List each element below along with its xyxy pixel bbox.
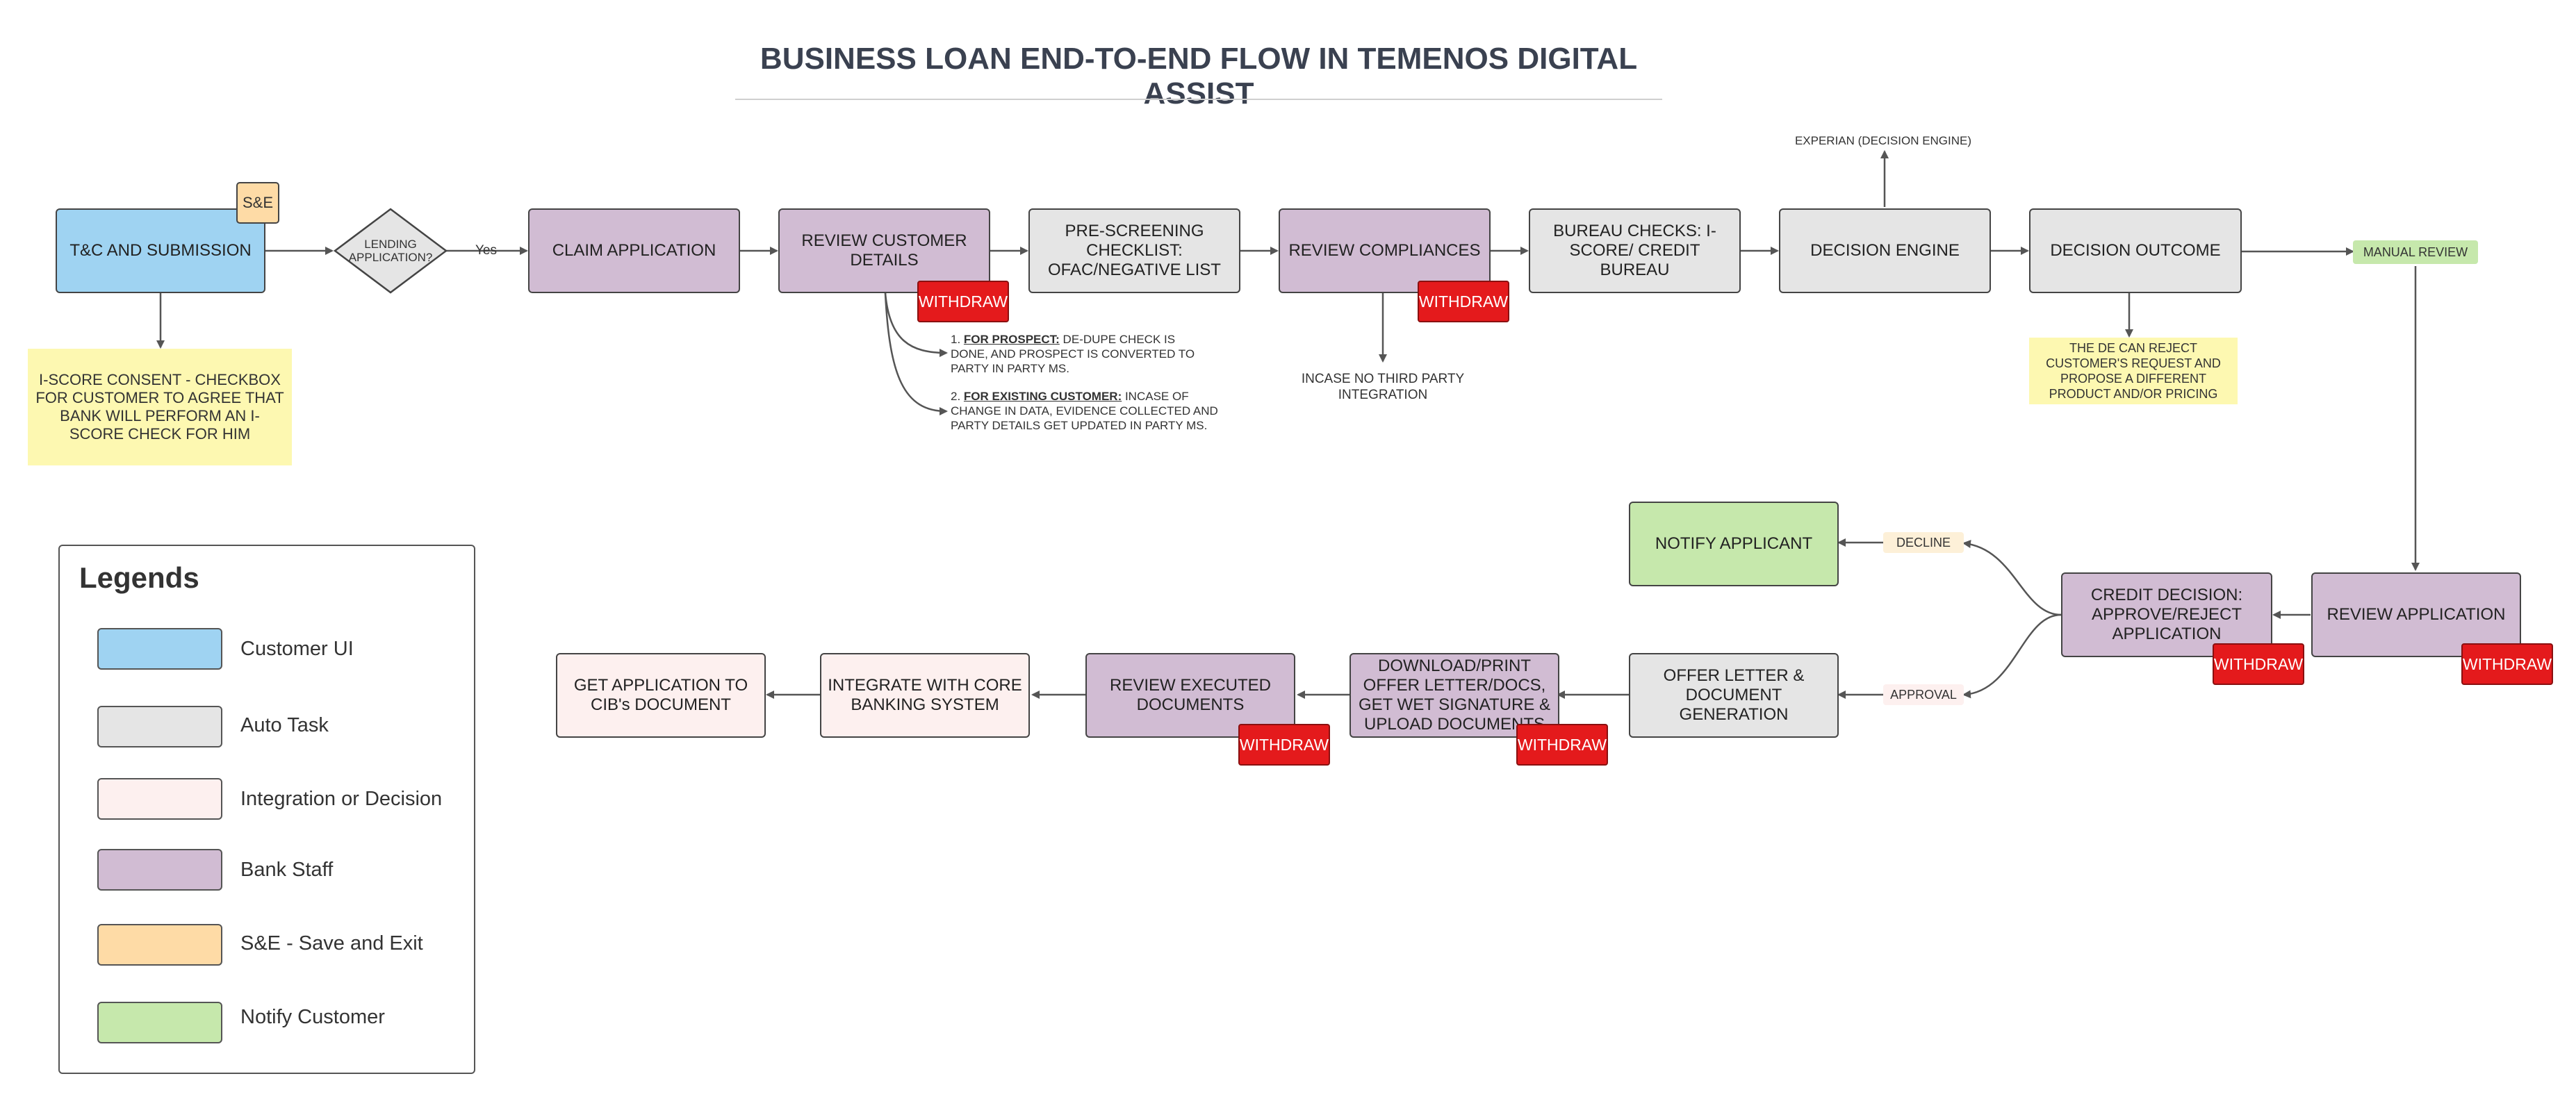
manual-review-tag: MANUAL REVIEW xyxy=(2353,240,2478,264)
withdraw-button[interactable]: WITHDRAW xyxy=(1516,724,1608,766)
experian-note: EXPERIAN (DECISION ENGINE) xyxy=(1794,134,1972,147)
prospect-note-number: 1. xyxy=(951,333,961,346)
node-review-compliances[interactable]: REVIEW COMPLIANCES xyxy=(1279,208,1491,293)
node-prescreening[interactable]: PRE-SCREENING CHECKLIST: OFAC/NEGATIVE L… xyxy=(1028,208,1240,293)
approval-tag: APPROVAL xyxy=(1883,684,1964,705)
node-review-customer-details[interactable]: REVIEW CUSTOMER DETAILS xyxy=(778,208,990,293)
existing-note-heading: FOR EXISTING CUSTOMER: xyxy=(963,390,1122,403)
legend-swatch-customer-ui xyxy=(97,628,222,670)
withdraw-button[interactable]: WITHDRAW xyxy=(1418,281,1509,322)
legend-label-integration: Integration or Decision xyxy=(240,788,443,810)
lending-decision-diamond xyxy=(333,208,448,294)
existing-note-body: INCASE OF CHANGE IN DATA, EVIDENCE COLLE… xyxy=(951,390,1218,432)
node-download-print[interactable]: DOWNLOAD/PRINT OFFER LETTER/DOCS, GET WE… xyxy=(1349,653,1559,738)
legend-label-auto-task: Auto Task xyxy=(240,714,329,736)
legend-label-notify: Notify Customer xyxy=(240,1006,385,1028)
node-decision-outcome[interactable]: DECISION OUTCOME xyxy=(2029,208,2242,293)
legend-swatch-notify xyxy=(97,1002,222,1043)
existing-note-number: 2. xyxy=(951,390,961,403)
decline-tag: DECLINE xyxy=(1883,532,1964,553)
legend-swatch-bank-staff xyxy=(97,849,222,891)
iscore-consent-note: I-SCORE CONSENT - CHECKBOX FOR CUSTOMER … xyxy=(28,349,292,465)
node-offer-letter[interactable]: OFFER LETTER & DOCUMENT GENERATION xyxy=(1629,653,1839,738)
withdraw-button[interactable]: WITHDRAW xyxy=(1238,724,1330,766)
node-review-executed[interactable]: REVIEW EXECUTED DOCUMENTS xyxy=(1085,653,1295,738)
withdraw-button[interactable]: WITHDRAW xyxy=(2213,643,2304,685)
node-tc-submission[interactable]: T&C AND SUBMISSION xyxy=(56,208,265,293)
existing-customer-note: 2. FOR EXISTING CUSTOMER: INCASE OF CHAN… xyxy=(951,389,1242,433)
node-review-application[interactable]: REVIEW APPLICATION xyxy=(2311,572,2521,657)
legend-title: Legends xyxy=(79,561,199,594)
prospect-note: 1. FOR PROSPECT: DE-DUPE CHECK IS DONE, … xyxy=(951,332,1215,376)
legend-label-save-exit: S&E - Save and Exit xyxy=(240,932,423,955)
legend-swatch-save-exit xyxy=(97,924,222,966)
legend-swatch-integration xyxy=(97,778,222,820)
legend-label-customer-ui: Customer UI xyxy=(240,638,354,660)
prospect-note-body: DE-DUPE CHECK IS DONE, AND PROSPECT IS C… xyxy=(951,333,1195,375)
node-claim-application[interactable]: CLAIM APPLICATION xyxy=(528,208,740,293)
node-integrate-core[interactable]: INTEGRATE WITH CORE BANKING SYSTEM xyxy=(820,653,1030,738)
page-title: BUSINESS LOAN END-TO-END FLOW IN TEMENOS… xyxy=(760,42,1638,110)
yes-label: Yes xyxy=(475,243,497,258)
save-exit-badge[interactable]: S&E xyxy=(236,182,279,224)
withdraw-button[interactable]: WITHDRAW xyxy=(917,281,1009,322)
prospect-note-heading: FOR PROSPECT: xyxy=(963,333,1060,346)
node-credit-decision[interactable]: CREDIT DECISION: APPROVE/REJECT APPLICAT… xyxy=(2061,572,2272,657)
title-divider xyxy=(735,99,1662,100)
lending-decision-label: LENDING APPLICATION? xyxy=(348,238,433,264)
legend-label-bank-staff: Bank Staff xyxy=(240,859,334,881)
de-reject-note: THE DE CAN REJECT CUSTOMER'S REQUEST AND… xyxy=(2029,338,2238,404)
withdraw-button[interactable]: WITHDRAW xyxy=(2461,643,2553,685)
node-decision-engine[interactable]: DECISION ENGINE xyxy=(1779,208,1991,293)
legend-box xyxy=(58,545,475,1074)
node-bureau-checks[interactable]: BUREAU CHECKS: I-SCORE/ CREDIT BUREAU xyxy=(1529,208,1741,293)
legend-swatch-auto-task xyxy=(97,706,222,747)
no-third-party-note: INCASE NO THIRD PARTY INTEGRATION xyxy=(1301,372,1465,402)
node-notify-applicant[interactable]: NOTIFY APPLICANT xyxy=(1629,502,1839,586)
node-get-application[interactable]: GET APPLICATION TO CIB's DOCUMENT xyxy=(556,653,766,738)
